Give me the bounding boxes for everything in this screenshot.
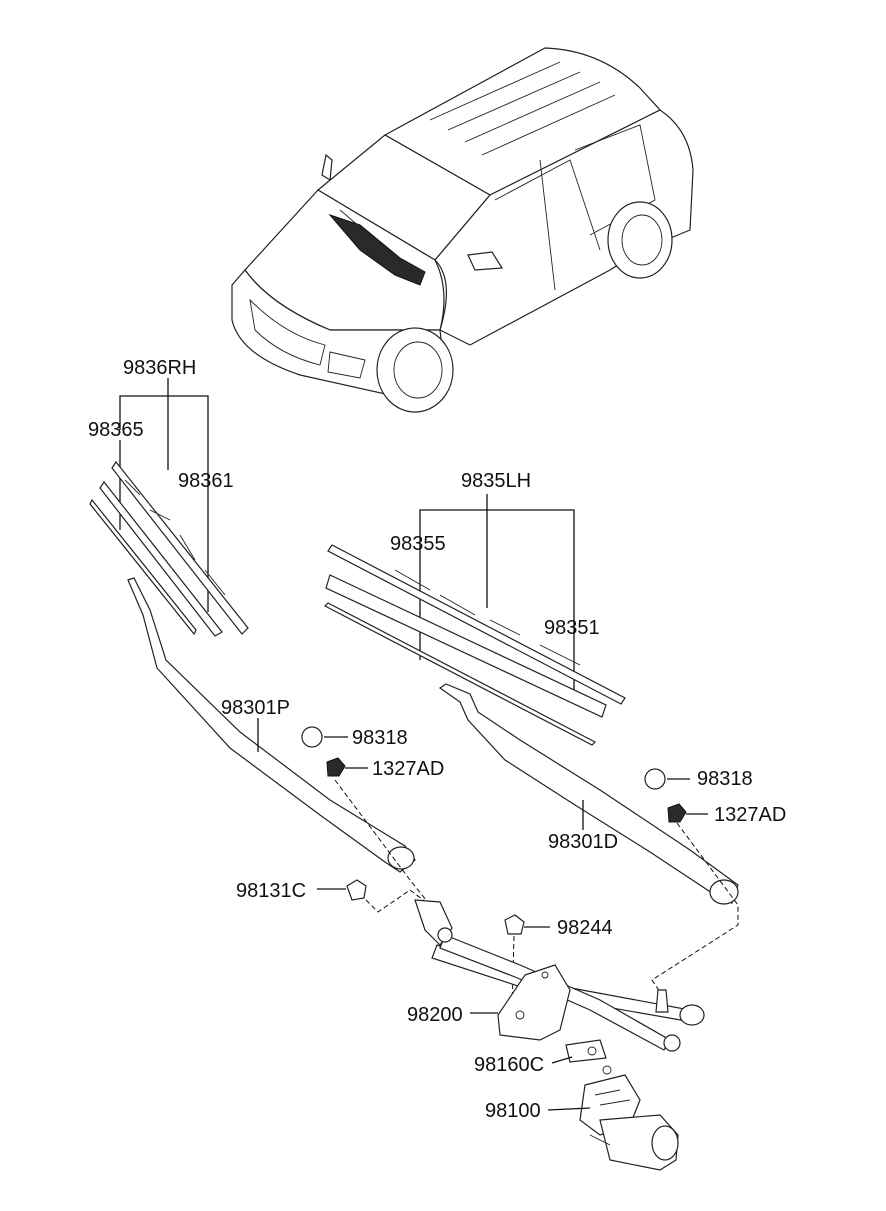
label-98355: 98355 xyxy=(390,533,446,555)
driver-arm xyxy=(438,683,739,905)
bolt-98131c xyxy=(317,879,367,901)
rear-wheel xyxy=(607,201,673,279)
label-98365: 98365 xyxy=(88,419,144,441)
label-98244: 98244 xyxy=(557,917,613,939)
rh-blade-group xyxy=(89,378,249,637)
passenger-arm xyxy=(127,577,416,873)
label-98351: 98351 xyxy=(544,617,600,639)
lh-blade-group xyxy=(323,494,626,746)
wiper-motor xyxy=(547,1065,679,1171)
label-1327ad-p: 1327AD xyxy=(372,758,444,780)
nut-1327ad-p xyxy=(326,757,368,777)
label-98200: 98200 xyxy=(407,1004,463,1026)
label-9836rh: 9836RH xyxy=(123,357,196,379)
label-98131c: 98131C xyxy=(236,880,306,902)
label-98361: 98361 xyxy=(178,470,234,492)
nut-98244 xyxy=(504,914,550,935)
label-98318-p: 98318 xyxy=(352,727,408,749)
label-1327ad-d: 1327AD xyxy=(714,804,786,826)
nut-1327ad-d xyxy=(667,803,708,823)
label-9835lh: 9835LH xyxy=(461,470,531,492)
cap-98318-d xyxy=(644,768,666,790)
label-98301d: 98301D xyxy=(548,831,618,853)
wiper-linkage xyxy=(414,899,705,1052)
label-98160c: 98160C xyxy=(474,1054,544,1076)
vehicle-illustration xyxy=(231,47,694,413)
label-98100: 98100 xyxy=(485,1100,541,1122)
label-98301p: 98301P xyxy=(221,697,290,719)
cap-98318-p xyxy=(301,726,323,748)
bracket-98160c xyxy=(551,1039,607,1064)
label-98318-d: 98318 xyxy=(697,768,753,790)
